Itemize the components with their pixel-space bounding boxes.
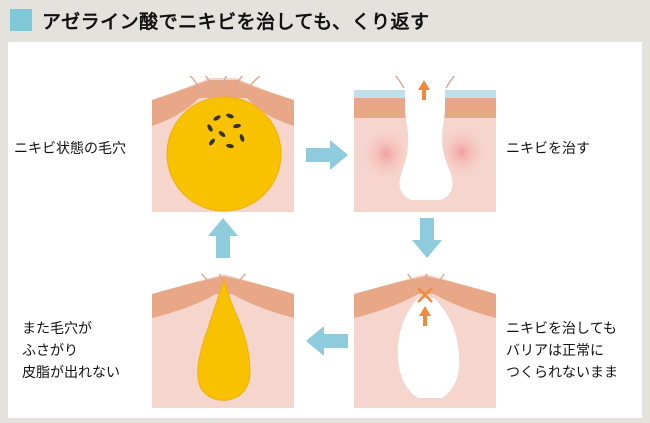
step-4-label: また毛穴が ふさがり 皮脂が出れない [22, 318, 120, 384]
step-2-healed-pore [354, 76, 496, 212]
title-square-icon [10, 9, 32, 31]
step-4-label-line: 皮脂が出れない [22, 365, 120, 381]
step-3-label-line: ニキビを治しても [506, 321, 617, 337]
step-4-label-line: また毛穴が [22, 321, 92, 337]
step-3-label: ニキビを治しても バリアは正常に つくられないまま [506, 318, 618, 384]
step-3-barrier-not-normal [354, 274, 496, 408]
flow-arrow-right [306, 140, 348, 170]
step-1-clogged-pore [152, 76, 294, 212]
step-1-label-line: ニキビ状態の毛穴 [14, 141, 126, 157]
step-3-label-line: つくられないまま [506, 365, 618, 381]
flow-arrow-down [412, 218, 442, 258]
step-3-label-line: バリアは正常に [506, 343, 604, 359]
step-2-label: ニキビを治す [506, 138, 590, 160]
flow-arrow-left [306, 326, 348, 356]
step-4-clogged-again [152, 274, 294, 408]
step-2-label-line: ニキビを治す [506, 141, 590, 157]
step-1-label: ニキビ状態の毛穴 [14, 138, 126, 160]
page-title: アゼライン酸でニキビを治しても、くり返す [42, 10, 430, 33]
step-4-label-line: ふさがり [22, 343, 78, 359]
diagram-panel: ニキビ状態の毛穴 [8, 42, 642, 418]
flow-arrow-up [208, 218, 238, 258]
title-bar: アゼライン酸でニキビを治しても、くり返す [10, 6, 430, 34]
